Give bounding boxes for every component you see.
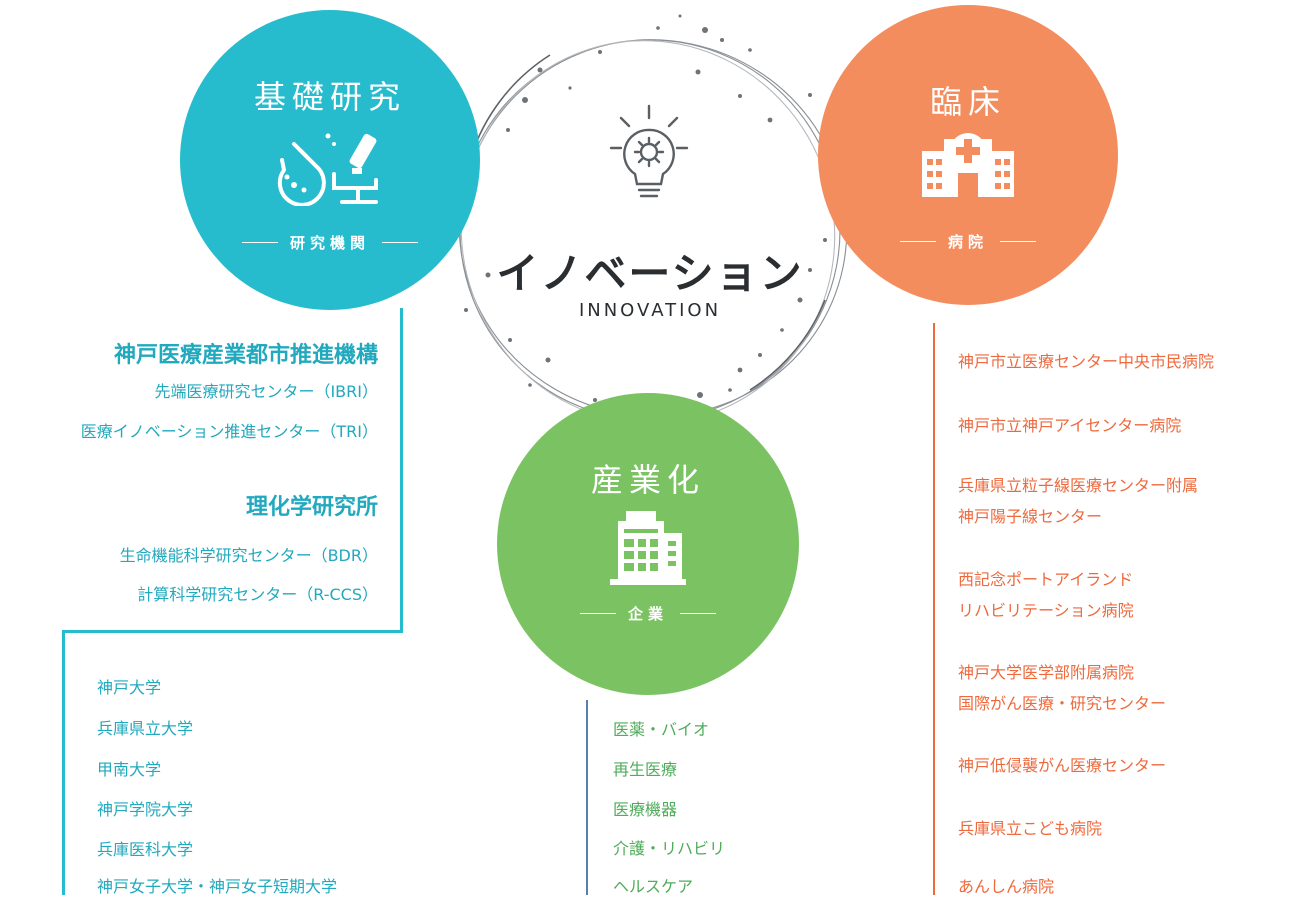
basic-research-circle: 基礎研究 研究機関 — [180, 10, 480, 310]
industry-subtitle-text: 企業 — [627, 605, 668, 623]
clinical-connector — [933, 323, 935, 895]
research-connector-left — [62, 630, 65, 895]
university-item: 神戸女子大学・神戸女子短期大学 — [97, 877, 338, 896]
org1-item: 先端医療研究センター（IBRI） — [154, 382, 378, 401]
lightbulb-gear-icon — [607, 100, 691, 210]
org2-name: 理化学研究所 — [245, 495, 378, 520]
hospital-item: 兵庫県立粒子線医療センター附属 — [958, 476, 1199, 495]
innovation-orbit — [450, 14, 848, 424]
flask-microscope-icon — [272, 130, 388, 210]
industry-subtitle: 企業 — [497, 603, 799, 624]
hospital-item: 兵庫県立こども病院 — [958, 819, 1103, 838]
university-item: 兵庫県立大学 — [97, 719, 194, 738]
innovation-subtitle: INNOVATION — [578, 300, 722, 321]
industry-circle: 産業化 企業 — [497, 393, 799, 695]
university-item: 甲南大学 — [97, 760, 162, 779]
clinical-subtitle: 病院 — [818, 231, 1118, 252]
org1-item: 医療イノベーション推進センター（TRI） — [80, 422, 378, 441]
basic-research-subtitle-text: 研究機関 — [289, 234, 370, 252]
industry-item: 再生医療 — [613, 760, 678, 779]
hospital-item: 神戸市立医療センター中央市民病院 — [958, 352, 1215, 371]
basic-research-subtitle: 研究機関 — [180, 232, 480, 253]
hospital-item: 国際がん医療・研究センター — [958, 694, 1167, 713]
hospital-item: 神戸低侵襲がん医療センター — [958, 756, 1167, 775]
org2-item: 生命機能科学研究センター（BDR） — [119, 546, 378, 565]
rule-left — [241, 242, 278, 243]
industry-title: 産業化 — [590, 461, 705, 499]
industry-connector — [586, 700, 588, 895]
university-item: 神戸学院大学 — [97, 800, 194, 819]
industry-item: 介護・リハビリ — [613, 839, 726, 858]
basic-research-title: 基礎研究 — [253, 78, 406, 116]
university-item: 兵庫医科大学 — [97, 840, 194, 859]
university-item: 神戸大学 — [97, 678, 162, 697]
rule-right — [680, 613, 716, 614]
clinical-subtitle-text: 病院 — [947, 233, 988, 251]
org2-item: 計算科学研究センター（R-CCS） — [137, 585, 378, 604]
rule-left — [899, 241, 936, 242]
innovation-title: イノベーション — [496, 249, 804, 298]
hospital-item: あんしん病院 — [958, 877, 1055, 896]
hospital-item: 神戸陽子線センター — [958, 507, 1103, 526]
clinical-circle: 臨床 病院 — [818, 5, 1118, 305]
hospital-item: 神戸大学医学部附属病院 — [958, 663, 1135, 682]
hospital-item: 西記念ポートアイランド — [958, 570, 1134, 589]
industry-item: 医薬・バイオ — [613, 720, 710, 739]
org1-name: 神戸医療産業都市推進機構 — [113, 343, 378, 368]
research-connector-bottom — [62, 630, 403, 633]
industry-item: 医療機器 — [613, 800, 678, 819]
industry-item: ヘルスケア — [613, 877, 694, 896]
clinical-title: 臨床 — [929, 83, 1006, 121]
office-building-icon — [606, 505, 690, 589]
hospital-item: 神戸市立神戸アイセンター病院 — [958, 416, 1182, 435]
rule-right — [382, 242, 418, 243]
hospital-icon — [918, 129, 1018, 203]
hospital-item: リハビリテーション病院 — [958, 601, 1134, 620]
rule-right — [1000, 241, 1036, 242]
research-connector — [400, 308, 403, 632]
rule-left — [579, 613, 616, 614]
